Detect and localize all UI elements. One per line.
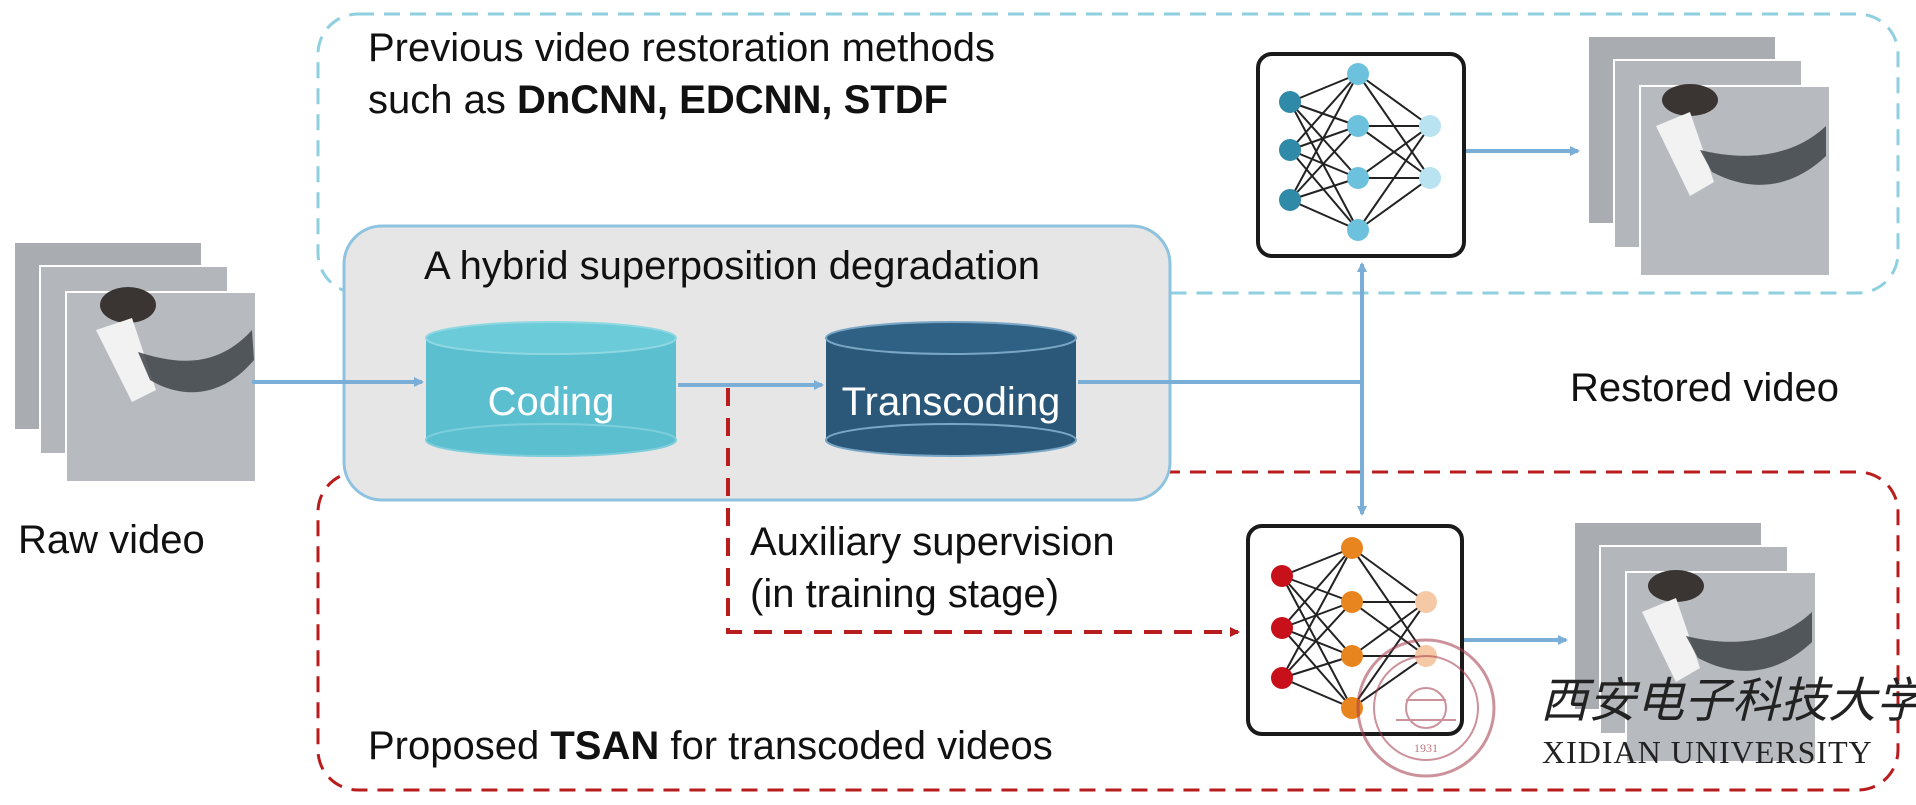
transcoding-label: Transcoding bbox=[841, 380, 1061, 424]
restoration-network-edge bbox=[1289, 73, 1359, 103]
seal-year: 1931 bbox=[1414, 741, 1438, 755]
restored-video-frames-bottom bbox=[1573, 521, 1817, 763]
tsan-network-box bbox=[1246, 524, 1464, 736]
university-name-chinese: 西安电子科技大学 bbox=[1540, 673, 1916, 729]
coding-label: Coding bbox=[487, 380, 615, 424]
restoration-network-edge bbox=[1289, 101, 1359, 127]
restoration-network-node bbox=[1419, 167, 1441, 189]
proposed-prefix: Proposed bbox=[368, 724, 551, 768]
arrow-auxiliary-supervision bbox=[726, 388, 1240, 637]
restoration-network-edge bbox=[1289, 199, 1359, 231]
tsan-network-node bbox=[1271, 565, 1293, 587]
restoration-network-node bbox=[1279, 91, 1301, 113]
previous-methods-list: DnCNN, EDCNN, STDF bbox=[516, 78, 949, 122]
restoration-network-edge bbox=[1357, 125, 1431, 179]
auxiliary-line2: (in training stage) bbox=[750, 572, 1060, 616]
tsan-network-edge bbox=[1351, 655, 1427, 709]
restoration-network-edge bbox=[1289, 101, 1359, 231]
auxiliary-supervision-label: Auxiliary supervision (in training stage… bbox=[750, 516, 1115, 620]
raw-video-label: Raw video bbox=[18, 518, 205, 562]
degradation-title: A hybrid superposition degradation bbox=[424, 244, 1040, 288]
tsan-network-node bbox=[1341, 591, 1363, 613]
restoration-network-edge bbox=[1357, 73, 1431, 127]
tsan-network-node bbox=[1341, 537, 1363, 559]
tsan-network-edge bbox=[1281, 627, 1353, 657]
tsan-network-edge bbox=[1281, 547, 1353, 577]
previous-methods-label: Previous video restoration methods such … bbox=[368, 22, 995, 126]
tsan-network-edge bbox=[1281, 655, 1353, 679]
tsan-network-node bbox=[1271, 667, 1293, 689]
restoration-network-edge bbox=[1289, 73, 1359, 201]
restoration-network-edge bbox=[1357, 125, 1431, 231]
restoration-network-edge bbox=[1289, 177, 1359, 201]
university-name-english: XIDIAN UNIVERSITY bbox=[1542, 734, 1873, 770]
transcoding-cylinder bbox=[825, 321, 1077, 457]
coding-cylinder bbox=[425, 321, 677, 457]
proposed-tsan-box bbox=[316, 470, 1900, 792]
tsan-network-edge bbox=[1281, 601, 1353, 679]
proposed-tsan-label: Proposed TSAN for transcoded videos bbox=[368, 720, 1053, 772]
restoration-network-node bbox=[1419, 115, 1441, 137]
restoration-network-node bbox=[1347, 167, 1369, 189]
restoration-network-node bbox=[1347, 63, 1369, 85]
tsan-network-edge bbox=[1281, 547, 1353, 629]
tsan-network-edge bbox=[1281, 677, 1353, 709]
tsan-network-edge bbox=[1351, 547, 1427, 603]
university-seal-icon bbox=[1356, 638, 1496, 778]
restoration-network-graph bbox=[1279, 63, 1441, 241]
tsan-network-node bbox=[1341, 645, 1363, 667]
tsan-network-edge bbox=[1281, 547, 1353, 679]
previous-methods-line2: such as DnCNN, EDCNN, STDF bbox=[368, 74, 995, 126]
tsan-network-edge bbox=[1351, 601, 1427, 709]
previous-methods-line1: Previous video restoration methods bbox=[368, 26, 995, 70]
tsan-network-node bbox=[1415, 591, 1437, 613]
restored-video-label: Restored video bbox=[1570, 366, 1840, 410]
restored-video-frames-top bbox=[1587, 35, 1831, 277]
restoration-network-node bbox=[1347, 219, 1369, 241]
raw-video-frames bbox=[13, 241, 257, 483]
restoration-network-node bbox=[1279, 139, 1301, 161]
restoration-network-edge bbox=[1289, 125, 1359, 201]
restoration-network-node bbox=[1279, 189, 1301, 211]
tsan-network-edge bbox=[1351, 601, 1427, 657]
proposed-suffix: for transcoded videos bbox=[659, 724, 1053, 768]
previous-methods-line2-prefix: such as bbox=[368, 78, 517, 122]
restoration-network-edge bbox=[1289, 73, 1359, 151]
restoration-network-edge bbox=[1289, 101, 1359, 179]
restoration-network-edge bbox=[1357, 177, 1431, 231]
restoration-network-box bbox=[1256, 52, 1466, 258]
proposed-method-name: TSAN bbox=[550, 724, 660, 768]
auxiliary-line1: Auxiliary supervision bbox=[750, 520, 1115, 564]
restoration-network-node bbox=[1347, 115, 1369, 137]
tsan-network-node bbox=[1271, 617, 1293, 639]
